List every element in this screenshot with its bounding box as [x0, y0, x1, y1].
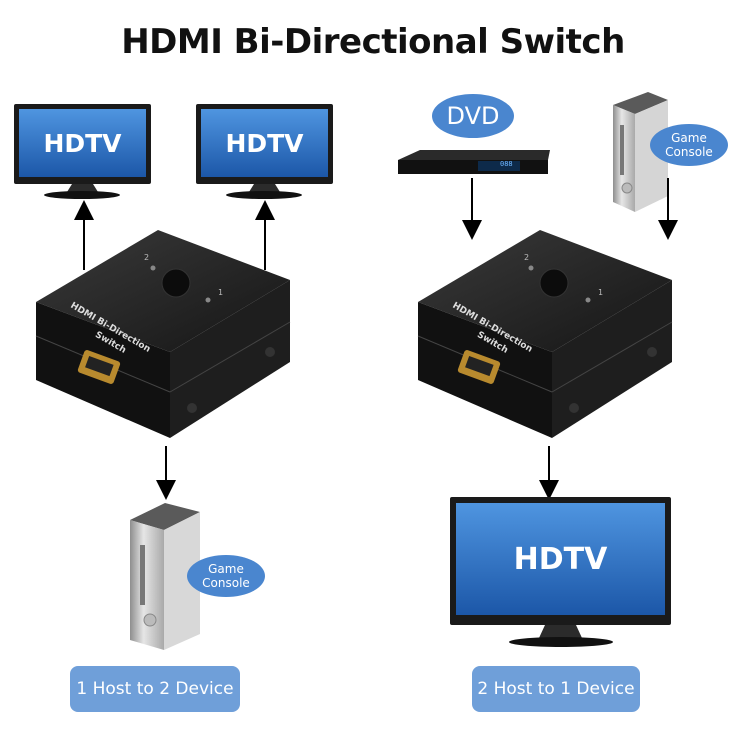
- left-switch-device: [35, 230, 291, 438]
- left-console-bubble-line1: Game: [208, 562, 244, 576]
- page-title: HDMI Bi-Directional Switch: [121, 22, 625, 62]
- right-console-bubble-line1: Game: [671, 131, 707, 145]
- right-port-label-1: 1: [598, 288, 604, 297]
- right-console-icon: [613, 92, 668, 212]
- left-console-bubble-line2: Console: [202, 576, 250, 590]
- tv-right-icon: [196, 104, 333, 199]
- dvd-player-icon: [398, 150, 550, 174]
- big-tv-label: HDTV: [513, 541, 608, 577]
- left-port-label-2: 2: [144, 253, 150, 262]
- dvd-bubble: DVD: [432, 94, 514, 138]
- tv-right-label: HDTV: [225, 128, 304, 158]
- right-switch-device: [417, 230, 673, 438]
- right-mode-label: 2 Host to 1 Device: [472, 666, 640, 712]
- left-console-icon: [130, 503, 200, 650]
- right-port-label-2: 2: [524, 253, 530, 262]
- tv-left-label: HDTV: [43, 128, 122, 158]
- left-mode-label: 1 Host to 2 Device: [70, 666, 240, 712]
- big-tv-icon: [450, 497, 671, 647]
- left-port-label-1: 1: [218, 288, 224, 297]
- tv-left-icon: [14, 104, 151, 199]
- right-console-bubble-line2: Console: [665, 145, 713, 159]
- right-console-bubble: Game Console: [650, 124, 728, 166]
- dvd-display-readout: 088: [500, 160, 513, 168]
- left-console-bubble: Game Console: [187, 555, 265, 597]
